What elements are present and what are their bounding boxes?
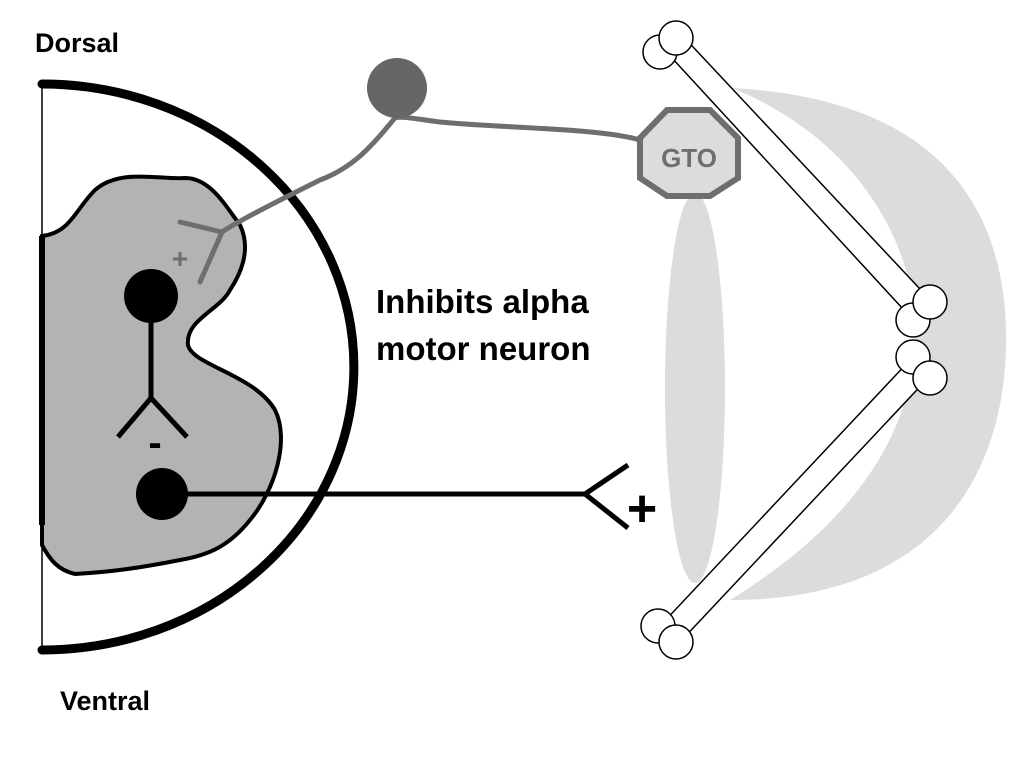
muscle-synapse-sign: + bbox=[627, 480, 657, 538]
upper-bone bbox=[642, 20, 948, 338]
inhibitory-interneuron bbox=[116, 269, 189, 439]
inhibitory-synapse-sign: - bbox=[148, 421, 161, 465]
ventral-label: Ventral bbox=[60, 686, 150, 716]
ib-afferent-fiber bbox=[219, 114, 643, 235]
afferent-synapse-sign: + bbox=[172, 243, 188, 274]
sensory-neuron-soma bbox=[367, 58, 427, 118]
lower-bone bbox=[640, 339, 948, 660]
inhibits-label-line2: motor neuron bbox=[376, 330, 590, 367]
muscle-body bbox=[730, 88, 1007, 600]
gto-label: GTO bbox=[661, 143, 717, 173]
spinal-cord-outline bbox=[37, 79, 359, 655]
alpha-motor-neuron bbox=[136, 462, 630, 530]
dorsal-label: Dorsal bbox=[35, 28, 119, 58]
gto-octagon bbox=[637, 107, 741, 199]
muscle-ellipse bbox=[665, 193, 725, 583]
grey-matter bbox=[40, 174, 283, 577]
inhibits-label-line1: Inhibits alpha bbox=[376, 283, 589, 320]
afferent-terminal bbox=[177, 219, 225, 285]
